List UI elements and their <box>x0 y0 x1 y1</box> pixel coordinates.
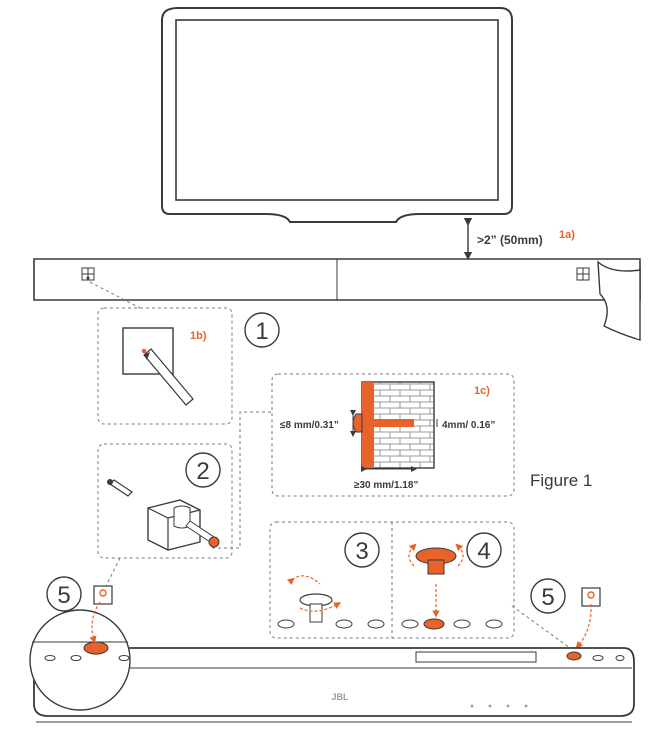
remove-foot-icon <box>277 575 385 629</box>
drill-icon <box>107 479 133 497</box>
length-label: ≥30 mm/1.18” <box>354 480 418 491</box>
brand-label: JBL <box>331 692 349 702</box>
step-1-panel <box>97 307 233 425</box>
step-2-panel <box>97 443 233 559</box>
step-3-badge: 3 <box>344 532 380 568</box>
screw-icon <box>185 520 220 548</box>
wall-anchor-icon <box>350 381 438 472</box>
figure-caption: Figure 1 <box>530 471 592 490</box>
wall-bracket-left-icon <box>93 585 113 605</box>
step-1b-label: 1b) <box>190 330 207 342</box>
step-4-badge: 4 <box>466 532 502 568</box>
step-1c-label: 1c) <box>474 385 490 397</box>
svg-text:1: 1 <box>255 318 268 345</box>
bracket-icon <box>147 499 201 551</box>
step-5-left-badge: 5 <box>46 576 82 612</box>
step-1c-panel <box>271 373 515 497</box>
step-2-badge: 2 <box>185 452 221 488</box>
template-sheet-icon <box>33 258 641 341</box>
depth-label: ≤8 mm/0.31” <box>280 420 339 431</box>
zoom-detail <box>29 601 131 711</box>
gap-label: >2” (50mm) <box>477 233 543 247</box>
svg-text:5: 5 <box>57 582 70 609</box>
hole-label: 4mm/ 0.16” <box>442 420 495 431</box>
pencil-icon <box>122 327 194 406</box>
tv-icon <box>161 7 513 223</box>
soundbar-icon <box>33 647 635 723</box>
svg-text:4: 4 <box>477 538 490 565</box>
step-1a-label: 1a) <box>559 229 575 241</box>
svg-text:2: 2 <box>196 458 209 485</box>
step-1-badge: 1 <box>244 312 280 348</box>
wall-bracket-right-icon <box>581 587 601 607</box>
svg-text:5: 5 <box>541 584 554 611</box>
step-5-right-badge: 5 <box>530 578 566 614</box>
svg-text:3: 3 <box>355 538 368 565</box>
attach-foot-icon <box>401 543 503 630</box>
